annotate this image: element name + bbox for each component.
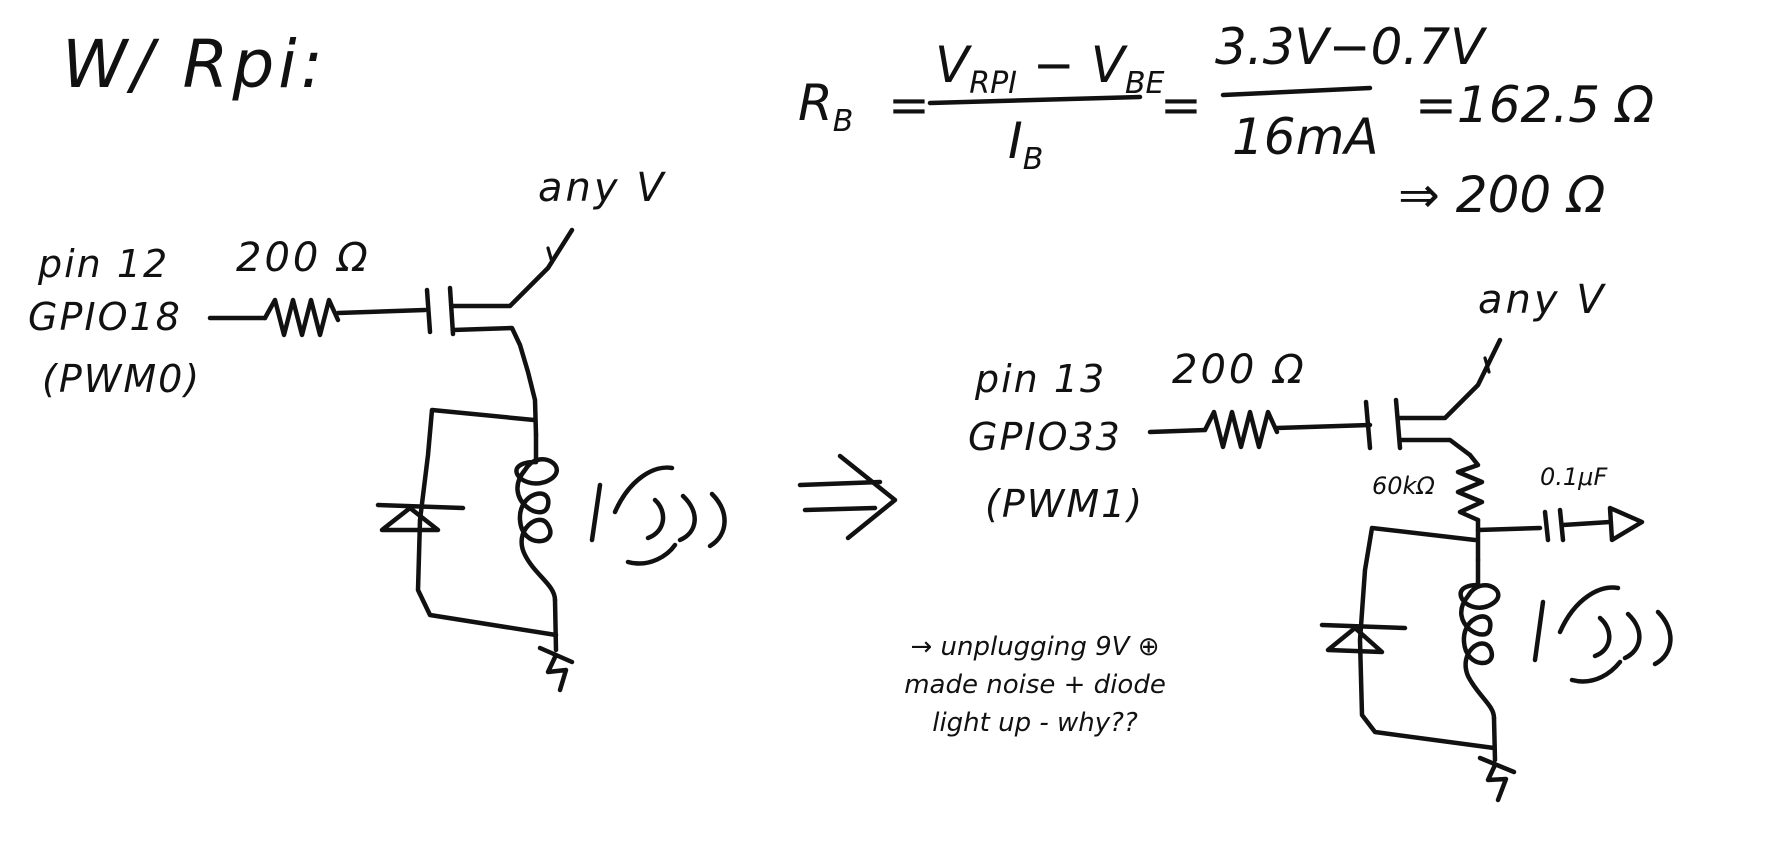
left-sound-wave-2 — [677, 493, 697, 543]
left-coil-bottom-wire — [552, 597, 559, 653]
left-ground-symbol — [537, 645, 575, 693]
left-supply-label: any V — [538, 165, 667, 211]
left-sound-arc-top — [612, 465, 675, 515]
right-inductor-coil — [1458, 582, 1501, 721]
formula-lhs-subscript: B — [832, 104, 854, 139]
formula-numerator: VRPI − VBE — [935, 40, 1165, 99]
formula-minus: − — [1032, 36, 1075, 94]
right-sound-wave-1 — [1592, 615, 1612, 659]
right-coil-bottom-wire — [1491, 715, 1498, 763]
right-diode-bar — [1319, 622, 1408, 631]
left-emitter-lead — [450, 325, 539, 438]
left-sound-wave-3 — [707, 491, 727, 549]
page-title: W/ Rpi: — [62, 26, 327, 103]
left-resistor-label: 200 Ω — [236, 235, 371, 281]
left-pin-number: pin 12 — [38, 242, 170, 286]
formula-equals-2: = — [1160, 76, 1202, 134]
right-collector-lead — [1397, 337, 1503, 421]
left-actuator-bar — [589, 482, 603, 543]
formula-equals-1: = — [888, 76, 930, 134]
left-gpio-label: GPIO18 — [28, 295, 182, 339]
right-sound-wave-2 — [1622, 611, 1642, 661]
right-gpio-label: GPIO33 — [968, 415, 1122, 459]
right-capacitor — [1542, 507, 1566, 543]
left-diode-wire — [415, 407, 559, 638]
right-base-resistor — [1202, 409, 1280, 450]
troubleshooting-note: → unplugging 9V ⊕ made noise + diode lig… — [904, 632, 1166, 738]
right-output-triangle — [1607, 505, 1645, 543]
right-ground-symbol — [1477, 755, 1517, 803]
right-sound-wave-3 — [1652, 609, 1673, 667]
right-cap-wire-right — [1560, 519, 1613, 528]
left-resistor-wire — [335, 307, 428, 316]
right-supply-label: any V — [1478, 277, 1607, 323]
formula-lhs: RB — [798, 78, 853, 137]
left-sound-arc-bottom — [625, 542, 678, 566]
formula-denominator: IB — [1008, 116, 1043, 175]
formula-fraction-bar — [927, 94, 1143, 106]
right-cap-wire-left — [1475, 525, 1543, 533]
right-sound-arc-top — [1557, 585, 1621, 635]
formula-denominator-subscript: B — [1022, 142, 1044, 177]
right-pin-number: pin 13 — [975, 357, 1107, 401]
formula-numerator-v-subscript: RPI — [969, 66, 1018, 101]
formula-numeric-numerator: 3.3V−0.7V — [1215, 18, 1485, 76]
right-series-resistor — [1455, 452, 1485, 523]
formula-rounded: ⇒ 200 Ω — [1398, 166, 1606, 224]
formula-lhs-symbol: R — [798, 74, 833, 132]
right-sound-arc-bottom — [1569, 659, 1623, 684]
left-diode-triangle — [379, 505, 441, 533]
right-supply-tick — [1483, 356, 1491, 374]
right-capacitor-label: 0.1μF — [1540, 463, 1608, 491]
right-diode-triangle — [1325, 625, 1385, 655]
right-resistor-label: 200 Ω — [1172, 347, 1307, 393]
left-transistor-base — [424, 285, 456, 337]
left-circuit — [207, 227, 727, 693]
implies-arrow — [797, 453, 898, 541]
left-pwm-label: (PWM0) — [42, 357, 202, 401]
left-inductor-coil — [514, 457, 559, 603]
right-pwm-label: (PWM1) — [985, 482, 1145, 526]
formula-denominator-i: I — [1008, 112, 1023, 170]
right-emitter-lead — [1397, 437, 1473, 458]
left-base-resistor — [262, 297, 341, 338]
right-circuit — [1147, 337, 1673, 803]
formula-numerator-vbe: V — [1090, 36, 1125, 94]
formula-numeric-fraction-bar — [1220, 85, 1373, 98]
right-resistor-wire — [1274, 422, 1373, 431]
formula-numerator-vbe-subscript: BE — [1124, 66, 1165, 101]
left-sound-wave-1 — [645, 497, 666, 541]
formula-numerator-v: V — [935, 36, 970, 94]
left-diode-bar — [375, 502, 466, 511]
left-supply-tick — [546, 246, 554, 264]
right-series-resistor-label: 60kΩ — [1372, 472, 1435, 500]
right-actuator-bar — [1532, 599, 1546, 663]
right-input-wire — [1147, 427, 1208, 435]
formula-numeric-denominator: 16mA — [1232, 108, 1379, 166]
formula-result: =162.5 Ω — [1415, 76, 1655, 134]
right-diode-wire — [1357, 525, 1497, 751]
left-collector-lead — [450, 227, 575, 309]
